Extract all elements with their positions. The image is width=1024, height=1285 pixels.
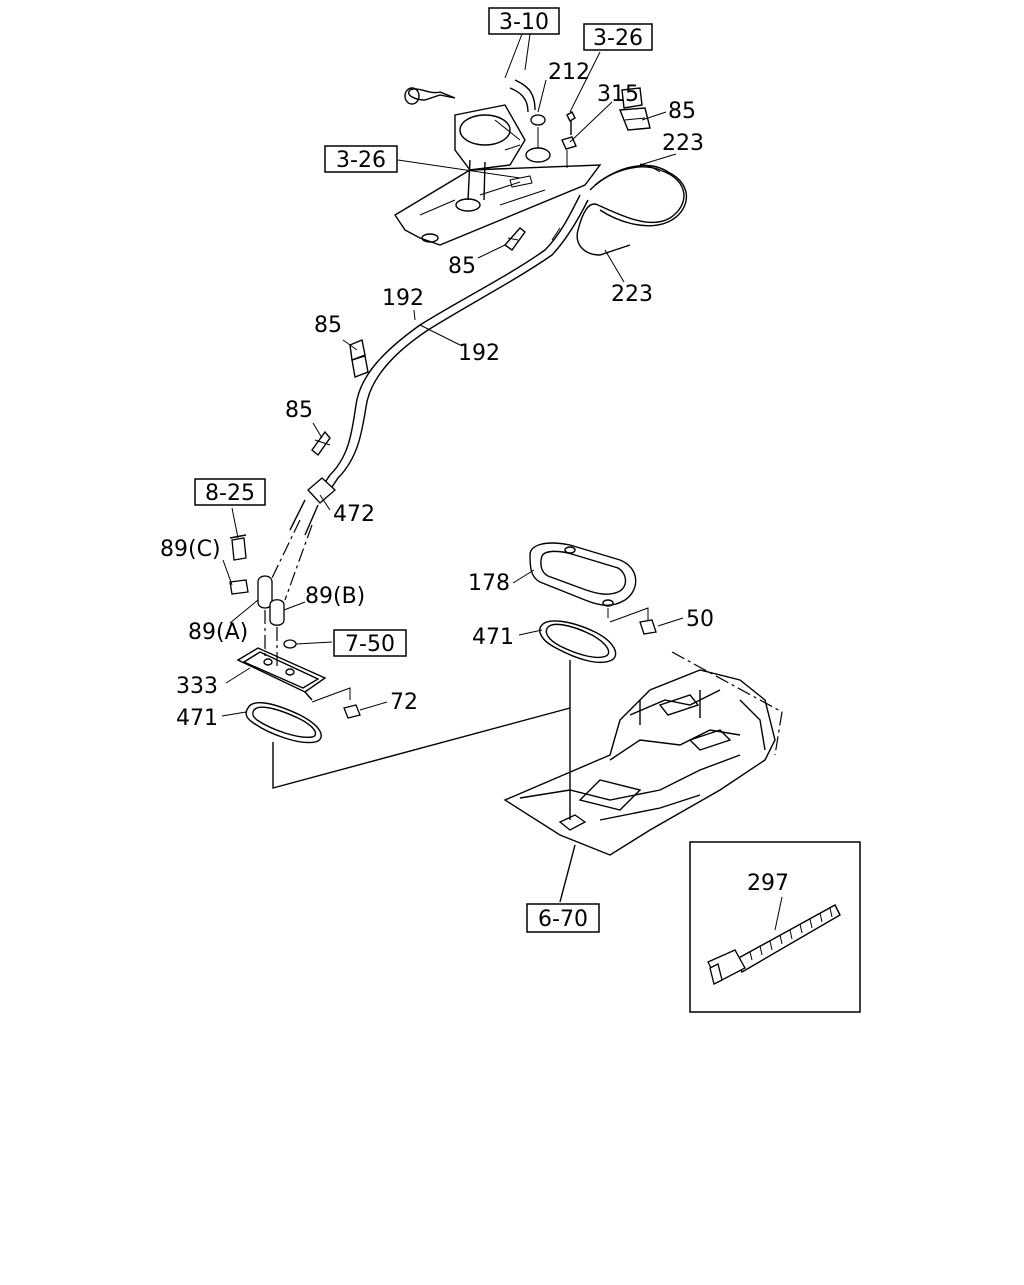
callout-212: 212 [548, 60, 590, 85]
callout-471-right: 471 [472, 625, 514, 650]
clip-85-left2 [311, 430, 331, 457]
callout-85-left2: 85 [285, 398, 313, 423]
hose-472-joint [271, 477, 336, 601]
ref-3-26-left-label: 3-26 [336, 148, 386, 173]
callout-315: 315 [597, 82, 639, 107]
pump-bracket-plate [394, 164, 602, 246]
callout-178: 178 [468, 571, 510, 596]
ref-box-6-70[interactable]: 6-70 [526, 903, 600, 933]
cap-7-50 [283, 639, 297, 649]
ref-3-26-top-label: 3-26 [593, 26, 643, 51]
clip-85-left1 [349, 339, 369, 378]
callout-50: 50 [686, 607, 714, 632]
hose-223-loop [576, 163, 688, 256]
floor-panel [503, 651, 783, 856]
ref-box-3-10[interactable]: 3-10 [488, 7, 560, 35]
ref-7-50-label: 7-50 [345, 632, 395, 657]
hose-212 [509, 79, 551, 163]
callout-89c: 89(C) [160, 537, 221, 562]
ref-box-3-26-left[interactable]: 3-26 [324, 145, 398, 173]
washer-pump [404, 87, 526, 201]
clip-85-mid [503, 227, 526, 251]
callout-223-bottom: 223 [611, 282, 653, 307]
callout-89b: 89(B) [305, 584, 365, 609]
callout-223-top: 223 [662, 131, 704, 156]
clip-85-top [618, 87, 651, 131]
callout-472: 472 [333, 502, 375, 527]
ref-box-8-25[interactable]: 8-25 [194, 478, 266, 506]
nut-50 [609, 607, 657, 635]
callout-471-left: 471 [176, 706, 218, 731]
callout-85-mid: 85 [448, 254, 476, 279]
nut-72 [311, 687, 361, 719]
sensor-8-25 [229, 534, 247, 561]
seal-471-left [245, 702, 322, 744]
connector-89c [229, 579, 249, 595]
callout-297: 297 [747, 871, 789, 896]
callout-72: 72 [390, 690, 418, 715]
seal-471-right [539, 620, 617, 664]
ref-box-7-50[interactable]: 7-50 [333, 629, 407, 657]
callout-leaders [221, 33, 783, 931]
callout-192-lower: 192 [458, 341, 500, 366]
bolt-315 [561, 111, 577, 168]
leader-lines [272, 660, 576, 903]
callout-333: 333 [176, 674, 218, 699]
callout-85-left1: 85 [314, 313, 342, 338]
callout-85-top: 85 [668, 99, 696, 124]
ref-box-3-26-top[interactable]: 3-26 [583, 23, 653, 51]
connector-89b [269, 599, 285, 668]
mount-178 [529, 542, 637, 618]
detail-box-297 [689, 841, 861, 1013]
ref-8-25-label: 8-25 [205, 481, 255, 506]
ref-3-10-label: 3-10 [499, 10, 549, 35]
ref-6-70-label: 6-70 [538, 907, 588, 932]
callout-192-upper: 192 [382, 286, 424, 311]
callout-89a: 89(A) [188, 620, 248, 645]
plate-333 [236, 647, 327, 701]
